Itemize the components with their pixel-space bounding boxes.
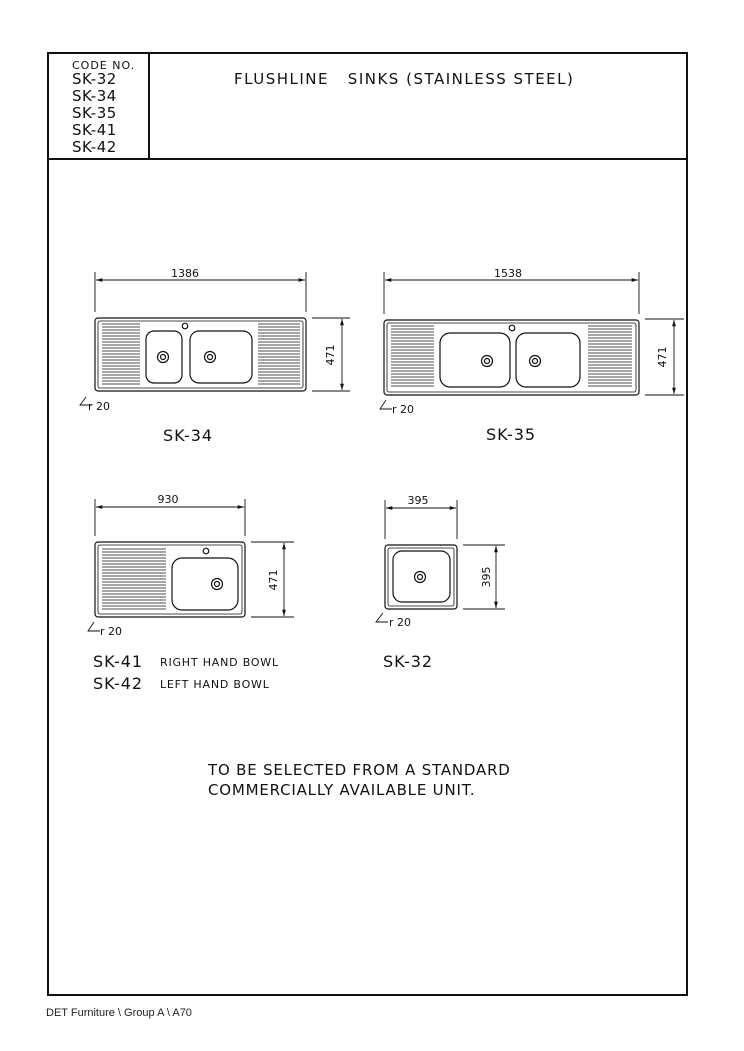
sk42-name: SK-42	[93, 674, 143, 693]
note-line-2: COMMERCIALLY AVAILABLE UNIT.	[208, 781, 475, 799]
sk32-width-label: 395	[408, 494, 429, 507]
code-item: SK-34	[72, 87, 117, 105]
sk34-width-dimension	[94, 272, 307, 312]
code-number-label: CODE NO.	[72, 59, 136, 72]
title-block: CODE NO. SK-32 SK-34 SK-35 SK-41 SK-42 F…	[49, 54, 686, 160]
sk35-left-bowl	[439, 332, 511, 388]
sk41-tap-hole	[202, 547, 210, 555]
sk35-right-bowl	[515, 332, 581, 388]
code-item: SK-35	[72, 104, 117, 122]
sk34-tap-hole	[181, 322, 189, 330]
footer-reference: DET Furniture \ Group A \ A70	[46, 1007, 192, 1019]
sk35-width-label: 1538	[494, 267, 522, 280]
code-item: SK-41	[72, 121, 117, 139]
sk34-plan	[94, 317, 307, 392]
sk32-radius-label: r 20	[389, 616, 411, 629]
sk41-width-label: 930	[158, 493, 179, 506]
sk34-width-label: 1386	[171, 267, 199, 280]
sk34-radius-label: r 20	[88, 400, 110, 413]
sk35-right-drainer	[588, 325, 632, 387]
sk41-depth-dimension	[251, 541, 294, 618]
code-item: SK-32	[72, 70, 117, 88]
sk32-name: SK-32	[383, 652, 433, 671]
sk35-width-dimension	[383, 272, 640, 314]
code-item: SK-42	[72, 138, 117, 156]
note-line-1: TO BE SELECTED FROM A STANDARD	[207, 761, 511, 779]
sk35-radius-label: r 20	[392, 403, 414, 416]
sk41-description: RIGHT HAND BOWL	[160, 656, 279, 669]
sk32-depth-dimension	[463, 544, 505, 610]
sk41-radius-leader	[87, 621, 100, 632]
sk41-name: SK-41	[93, 652, 143, 671]
sk41-bowl	[171, 557, 239, 611]
sk32-plan	[384, 544, 458, 610]
sk32-radius-leader	[375, 612, 388, 623]
sk34-name: SK-34	[163, 426, 213, 445]
sk41-radius-label: r 20	[100, 625, 122, 638]
drawing-frame: CODE NO. SK-32 SK-34 SK-35 SK-41 SK-42 F…	[47, 52, 688, 996]
sk35-depth-dimension	[645, 318, 684, 396]
sk35-name: SK-35	[486, 425, 536, 444]
sk34-right-drainer	[258, 323, 300, 385]
sk34-depth-label: 471	[324, 345, 337, 366]
sk35-plan	[383, 319, 640, 396]
sk35-radius-leader	[379, 399, 392, 410]
sk41-depth-label: 471	[267, 570, 280, 591]
sk41-plan	[94, 541, 246, 618]
sk42-description: LEFT HAND BOWL	[160, 678, 270, 691]
sk35-left-drainer	[391, 325, 434, 387]
code-number-cell: CODE NO. SK-32 SK-34 SK-35 SK-41 SK-42	[49, 54, 150, 158]
sk34-depth-dimension	[312, 317, 350, 392]
sk34-radius-leader	[79, 396, 92, 406]
sk32-width-dimension	[384, 500, 458, 539]
drawing-title: FLUSHLINE SINKS (STAINLESS STEEL)	[234, 70, 575, 88]
sk41-drainer	[102, 548, 166, 610]
sk41-width-dimension	[94, 499, 246, 536]
sk34-left-drainer	[102, 323, 140, 385]
sk32-bowl	[392, 550, 451, 603]
sk32-depth-label: 395	[480, 567, 493, 588]
sk35-tap-hole	[508, 324, 516, 332]
sk34-small-bowl	[145, 330, 183, 384]
code-number-list: SK-32 SK-34 SK-35 SK-41 SK-42	[72, 71, 148, 156]
sk34-large-bowl	[189, 330, 253, 384]
sk35-depth-label: 471	[656, 347, 669, 368]
